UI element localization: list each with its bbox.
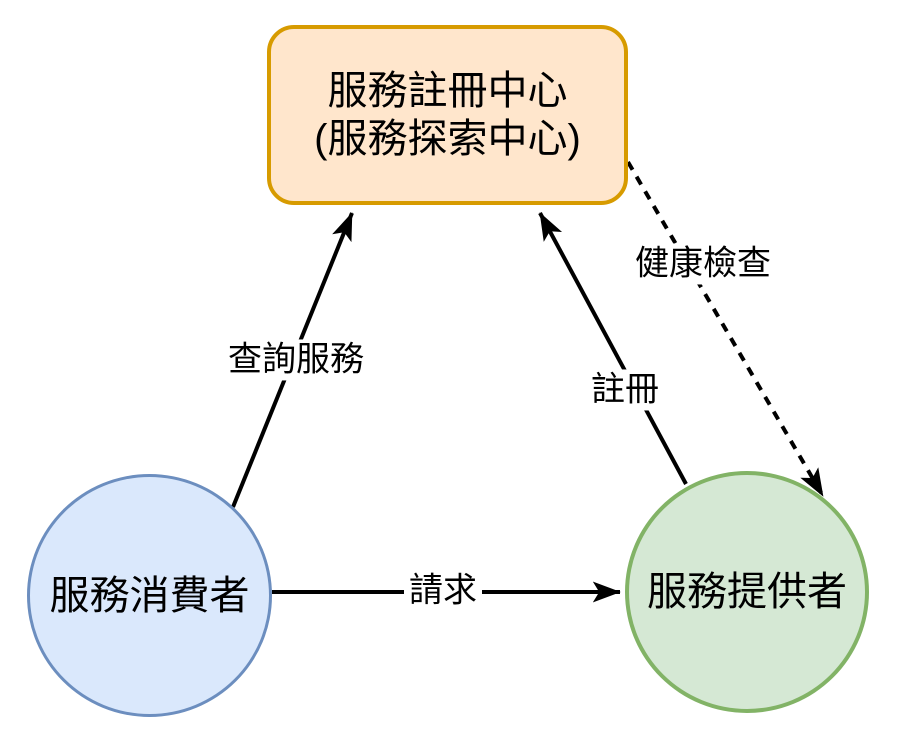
node-service-registry: 服務註冊中心 (服務探索中心) — [267, 25, 628, 205]
edge-health-check-arrow — [626, 160, 825, 498]
node-service-provider: 服務提供者 — [625, 471, 869, 713]
edge-register-arrow — [538, 212, 688, 485]
edge-label-query-service: 查詢服務 — [223, 339, 369, 381]
edge-label-register: 註冊 — [586, 369, 664, 411]
edge-label-request: 請求 — [404, 570, 482, 612]
node-service-consumer: 服務消費者 — [27, 474, 272, 717]
edge-label-health-check: 健康檢查 — [630, 243, 776, 285]
